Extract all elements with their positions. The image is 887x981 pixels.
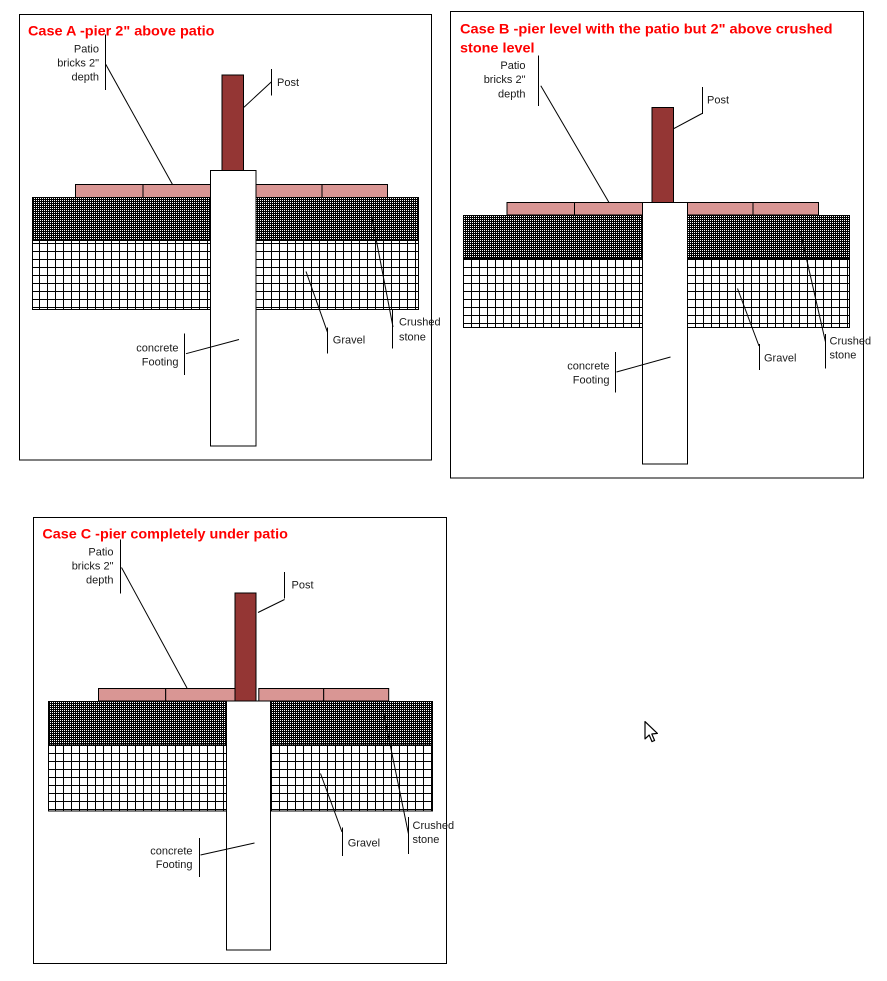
svg-text:Crushed: Crushed — [399, 317, 441, 329]
svg-text:stone level: stone level — [460, 41, 535, 56]
svg-text:Post: Post — [707, 95, 729, 107]
svg-text:bricks 2": bricks 2" — [72, 561, 114, 573]
svg-text:Crushed: Crushed — [413, 820, 455, 832]
svg-text:concrete: concrete — [567, 361, 609, 373]
svg-text:Post: Post — [292, 580, 314, 592]
svg-text:Case C -pier completely under: Case C -pier completely under patio — [42, 527, 288, 542]
svg-text:Crushed: Crushed — [830, 336, 872, 348]
svg-text:Gravel: Gravel — [333, 335, 365, 347]
svg-text:bricks 2": bricks 2" — [57, 58, 99, 70]
svg-text:Post: Post — [277, 77, 299, 89]
svg-text:Gravel: Gravel — [764, 353, 796, 365]
svg-text:Footing: Footing — [573, 375, 610, 387]
svg-text:Patio: Patio — [500, 60, 525, 72]
svg-text:Patio: Patio — [74, 44, 99, 56]
svg-text:Case A -pier 2" above patio: Case A -pier 2" above patio — [28, 24, 215, 39]
svg-text:Gravel: Gravel — [348, 838, 380, 850]
svg-text:depth: depth — [71, 72, 99, 84]
svg-text:concrete: concrete — [136, 343, 178, 355]
svg-text:stone: stone — [830, 350, 857, 362]
svg-text:Footing: Footing — [142, 357, 179, 369]
svg-text:depth: depth — [86, 575, 114, 587]
svg-text:stone: stone — [413, 834, 440, 846]
svg-text:depth: depth — [498, 89, 526, 101]
svg-text:bricks 2": bricks 2" — [484, 74, 526, 86]
svg-text:Patio: Patio — [88, 547, 113, 559]
svg-text:stone: stone — [399, 332, 426, 344]
svg-text:Case B -pier level with the pa: Case B -pier level with the patio but 2"… — [460, 22, 833, 37]
svg-text:concrete: concrete — [150, 846, 192, 858]
svg-text:Footing: Footing — [156, 859, 193, 871]
